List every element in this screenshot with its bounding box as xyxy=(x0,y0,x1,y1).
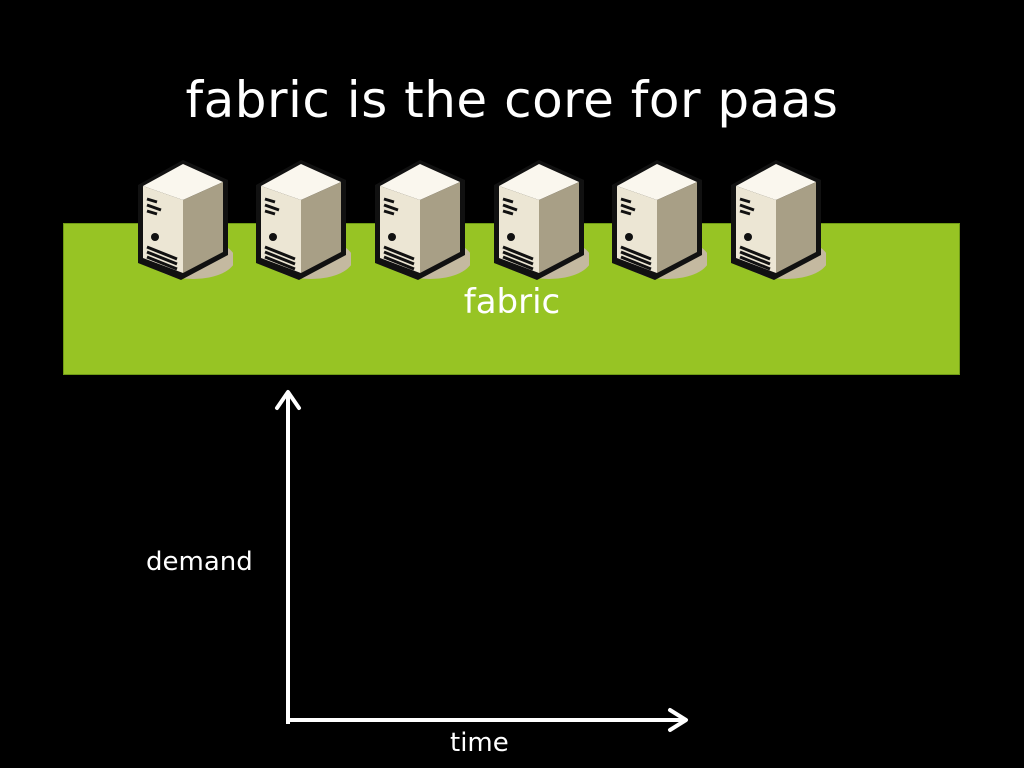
server-icon xyxy=(256,160,351,280)
y-axis-label: demand xyxy=(146,547,253,577)
server-icon xyxy=(731,160,826,280)
server-icon xyxy=(612,160,707,280)
server-icon xyxy=(375,160,470,280)
y-axis-arrowhead xyxy=(275,390,301,410)
fabric-label: fabric xyxy=(463,282,561,322)
server-icon xyxy=(138,160,233,280)
x-axis-label: time xyxy=(450,728,509,758)
server-icon xyxy=(494,160,589,280)
x-axis-arrowhead xyxy=(668,708,688,732)
slide-title: fabric is the core for paas xyxy=(185,71,839,129)
